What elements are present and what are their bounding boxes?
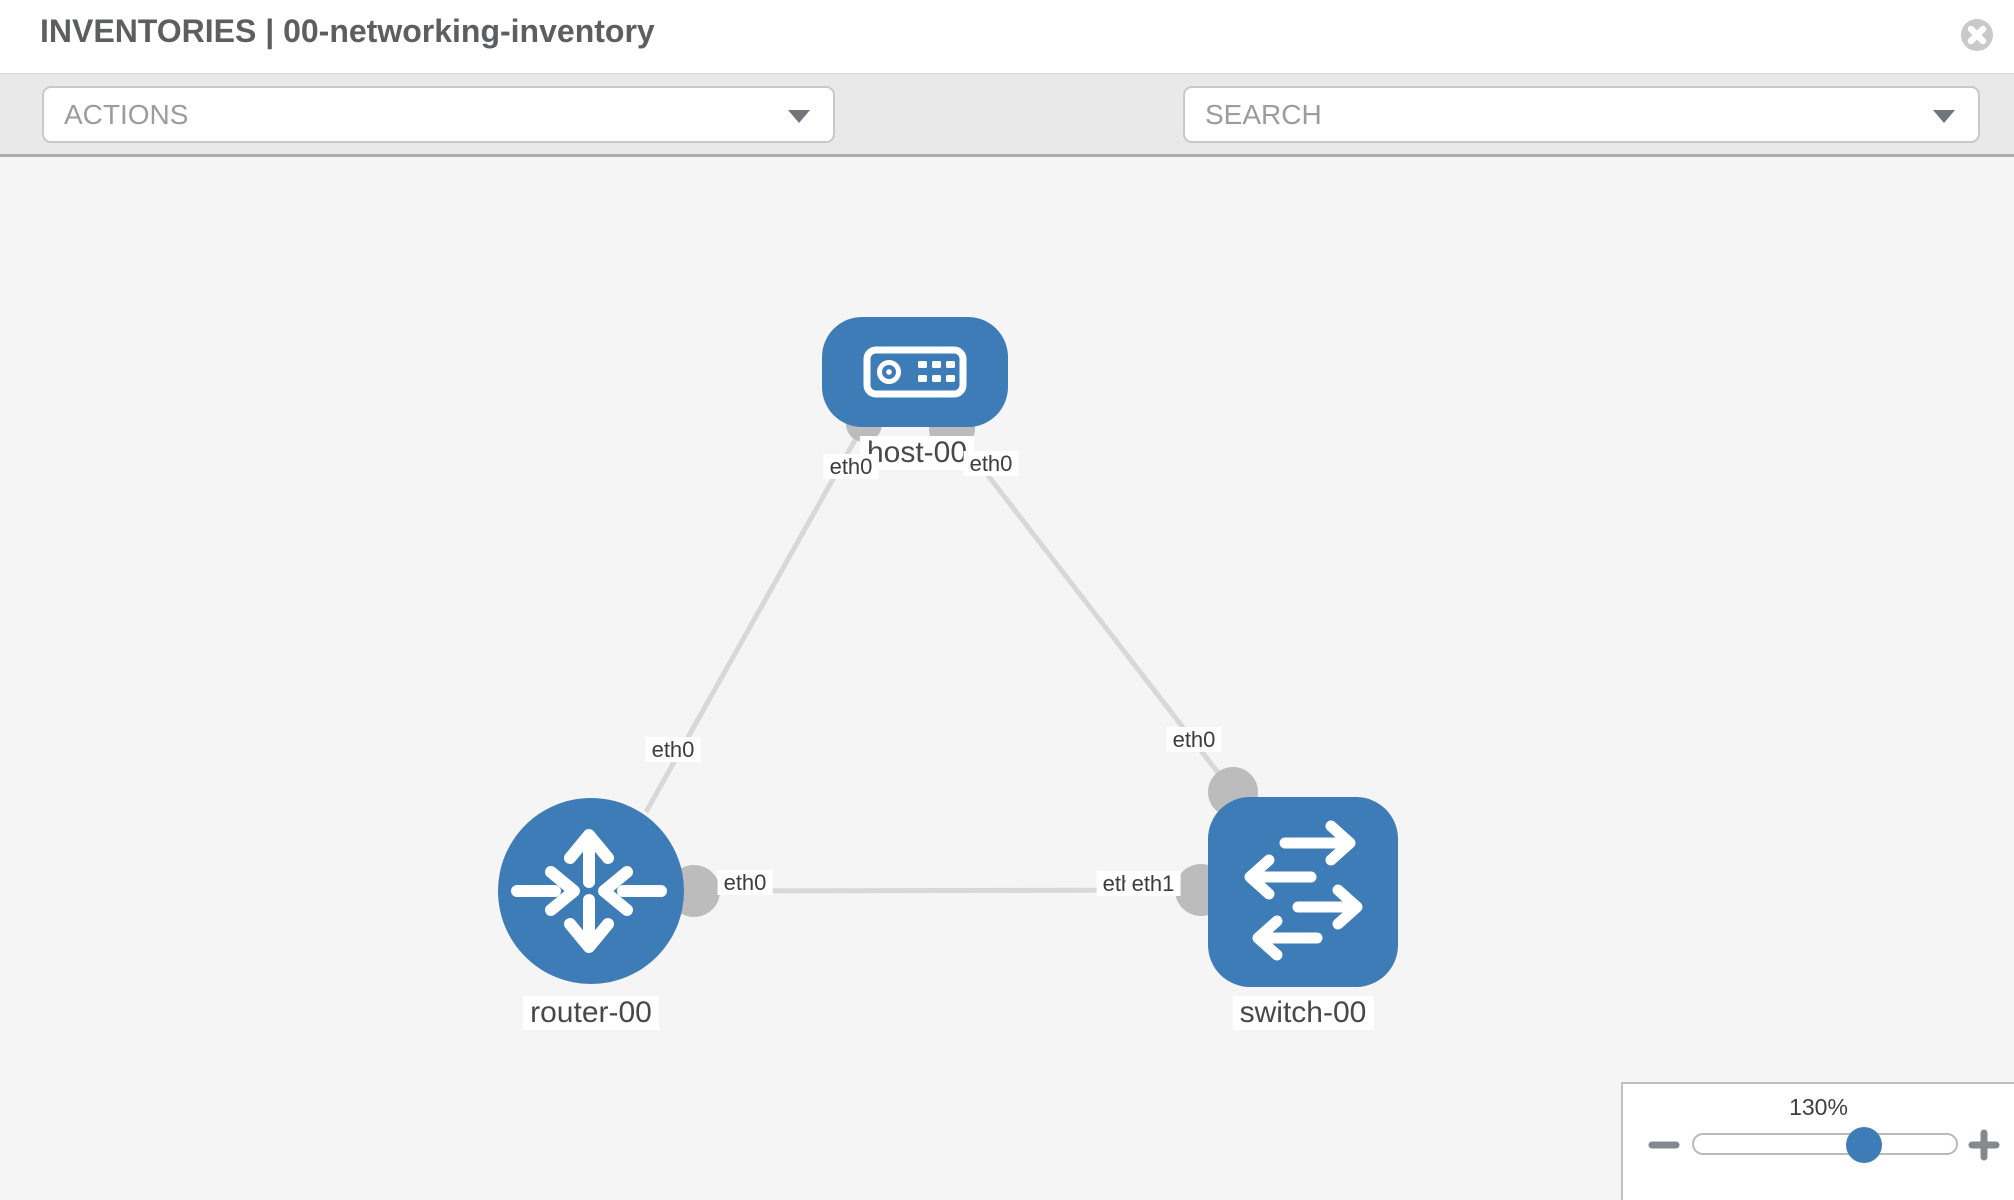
node-label-host: host-00 — [859, 436, 975, 470]
minus-icon — [1647, 1141, 1681, 1165]
interface-label-router-eth0-uplink: eth0 — [645, 737, 701, 762]
close-button[interactable] — [1960, 18, 1994, 52]
node-switch-00[interactable] — [1208, 797, 1398, 987]
interface-label-switch-eth0: eth0 — [1166, 727, 1222, 752]
node-host-00[interactable] — [822, 317, 1008, 427]
interface-label-router-eth0: eth0 — [717, 870, 773, 895]
zoom-level: 130% — [1789, 1094, 1848, 1120]
zoom-panel: 130% — [1621, 1082, 2014, 1200]
host-icon — [863, 346, 967, 398]
node-label-router: router-00 — [523, 996, 659, 1030]
header: INVENTORIES | 00-networking-inventory — [0, 0, 2014, 73]
node-router-00[interactable] — [498, 798, 684, 984]
switch-icon — [1244, 820, 1363, 961]
interface-circles — [668, 406, 1258, 917]
close-icon — [1960, 19, 1994, 55]
toolbar: ACTIONS — [0, 73, 2014, 207]
zoom-in-button[interactable] — [1967, 1128, 2001, 1162]
chevron-down-icon — [1932, 109, 1956, 129]
actions-dropdown[interactable]: ACTIONS — [42, 86, 835, 143]
page-title: INVENTORIES | 00-networking-inventory — [40, 13, 655, 49]
node-label-switch: switch-00 — [1232, 996, 1374, 1030]
interface-label-switch-eth1: eth1 — [1125, 871, 1181, 896]
search-dropdown[interactable]: SEARCH — [1183, 86, 1980, 143]
zoom-slider-thumb[interactable] — [1846, 1127, 1882, 1163]
topology-graph — [498, 317, 1398, 987]
router-icon — [511, 829, 667, 953]
link-lines — [643, 422, 1235, 894]
plus-icon — [1967, 1129, 2001, 1165]
search-dropdown-label: SEARCH — [1205, 99, 1322, 130]
actions-dropdown-label: ACTIONS — [64, 99, 189, 130]
zoom-slider[interactable] — [1692, 1133, 1958, 1155]
interface-label-host-eth0-left: eth0 — [823, 454, 879, 479]
zoom-out-button[interactable] — [1647, 1128, 1681, 1162]
topology-canvas[interactable]: host-00 router-00 switch-00 eth0 eth0 et… — [0, 157, 2014, 1200]
chevron-down-icon — [787, 109, 811, 129]
interface-label-host-eth0-right: eth0 — [963, 451, 1019, 476]
